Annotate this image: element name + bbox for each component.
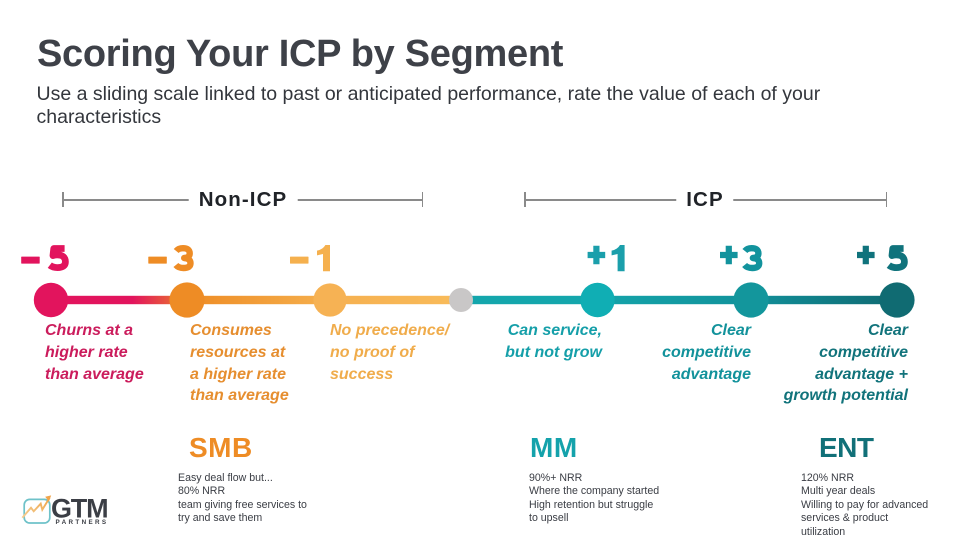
svg-text:PARTNERS: PARTNERS <box>56 519 109 526</box>
svg-text:GTM: GTM <box>51 493 107 523</box>
